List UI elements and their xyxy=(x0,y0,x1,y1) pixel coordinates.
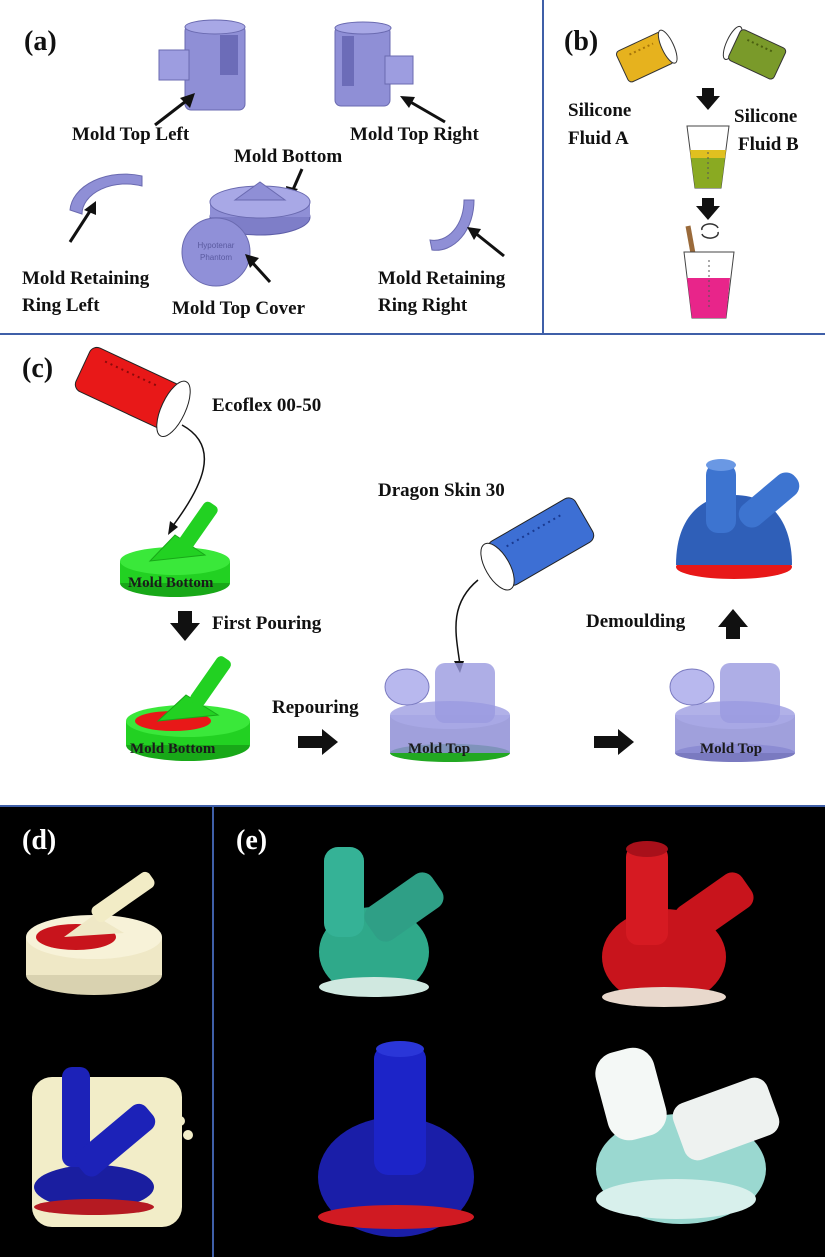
label-first-pouring: First Pouring xyxy=(212,613,322,634)
label-mold-bottom-2: Mold Bottom xyxy=(130,741,216,757)
cover-engraving-1: Hypotenar xyxy=(198,241,235,250)
label-mold-top-right: Mold Top Right xyxy=(350,124,479,145)
label-mold-bottom-1: Mold Bottom xyxy=(128,575,214,591)
mold-top-1 xyxy=(384,663,510,762)
beaker-fluid-b xyxy=(722,25,787,80)
label-dragon-skin: Dragon Skin 30 xyxy=(378,480,505,501)
arrow-right-c1 xyxy=(298,729,338,755)
panel-c: (c) Ecoflex 00-50 Mold Bottom First Pour… xyxy=(0,335,825,805)
arrow-retaining-left xyxy=(68,201,96,243)
label-retaining-left-1: Mold Retaining xyxy=(22,268,150,289)
panel-d: (d) xyxy=(0,807,212,1257)
cup-mixed xyxy=(686,125,730,189)
label-repouring: Repouring xyxy=(272,697,359,718)
mold-bottom-green-2 xyxy=(126,656,250,761)
label-mold-top-2: Mold Top xyxy=(700,741,763,757)
demoulded-phantom xyxy=(676,459,800,579)
arrow-first-pouring xyxy=(170,611,200,641)
mold-top-right-part xyxy=(334,21,414,107)
arrow-mold-top-left xyxy=(154,93,195,127)
photo-phantom-white xyxy=(595,1047,780,1224)
panel-c-label: (c) xyxy=(22,353,54,384)
panel-b: (b) Silicone Fluid A Silicone Fluid B xyxy=(544,0,825,333)
photo-phantom-teal xyxy=(319,847,444,997)
photo-phantom-blue xyxy=(318,1041,474,1237)
divider-de xyxy=(212,807,214,1257)
beaker-fluid-a xyxy=(616,29,678,83)
divider-ab xyxy=(542,0,544,333)
arrow-right-c2 xyxy=(594,729,634,755)
label-mold-top-1: Mold Top xyxy=(408,741,471,757)
panel-a: (a) Mold Top Left Mold Top Right Mold Bo… xyxy=(0,0,542,333)
mold-top-left-part xyxy=(158,19,246,111)
arrow-up-demoulding xyxy=(718,609,748,639)
retaining-ring-left-part xyxy=(69,173,143,215)
label-retaining-right-2: Ring Right xyxy=(378,295,468,316)
photo-phantom-red xyxy=(602,841,754,1007)
panel-b-label: (b) xyxy=(564,26,599,57)
label-mold-top-cover: Mold Top Cover xyxy=(172,298,306,319)
cup-pink-mix xyxy=(683,225,735,319)
arrow-mold-top-right xyxy=(400,96,446,124)
mold-bottom-green-1 xyxy=(120,501,230,597)
label-mold-bottom: Mold Bottom xyxy=(234,146,343,167)
panel-a-label: (a) xyxy=(24,26,57,57)
label-fluid-b-1: Silicone xyxy=(734,106,798,127)
photo-mold-with-blue xyxy=(32,1067,193,1227)
panel-e-label: (e) xyxy=(236,825,268,856)
arrow-retaining-right xyxy=(467,227,505,258)
mold-top-2 xyxy=(669,663,795,762)
label-mold-top-left: Mold Top Left xyxy=(72,124,190,145)
photo-mold-bottom-red xyxy=(26,871,162,995)
label-fluid-b-2: Fluid B xyxy=(738,134,799,155)
arrow-mold-top-cover xyxy=(245,254,272,284)
panel-d-label: (d) xyxy=(22,825,57,856)
label-demoulding: Demoulding xyxy=(586,611,686,632)
label-retaining-left-2: Ring Left xyxy=(22,295,100,316)
beaker-ecoflex xyxy=(74,346,191,438)
cover-engraving-2: Phantom xyxy=(200,253,232,262)
label-fluid-a-1: Silicone xyxy=(568,100,632,121)
divider-bottom xyxy=(0,805,825,807)
beaker-dragon-skin xyxy=(480,497,595,591)
arrow-down-b1 xyxy=(696,88,720,110)
label-fluid-a-2: Fluid A xyxy=(568,128,629,149)
stir-icon xyxy=(701,223,719,239)
panel-e: (e) xyxy=(214,807,825,1257)
pour-stream-ecoflex xyxy=(168,424,206,535)
retaining-ring-right-part xyxy=(429,199,475,251)
label-retaining-right-1: Mold Retaining xyxy=(378,268,506,289)
divider-top xyxy=(0,333,825,335)
mold-top-cover-part: Hypotenar Phantom xyxy=(181,217,251,287)
label-ecoflex: Ecoflex 00-50 xyxy=(212,395,322,416)
arrow-down-b2 xyxy=(696,198,720,220)
